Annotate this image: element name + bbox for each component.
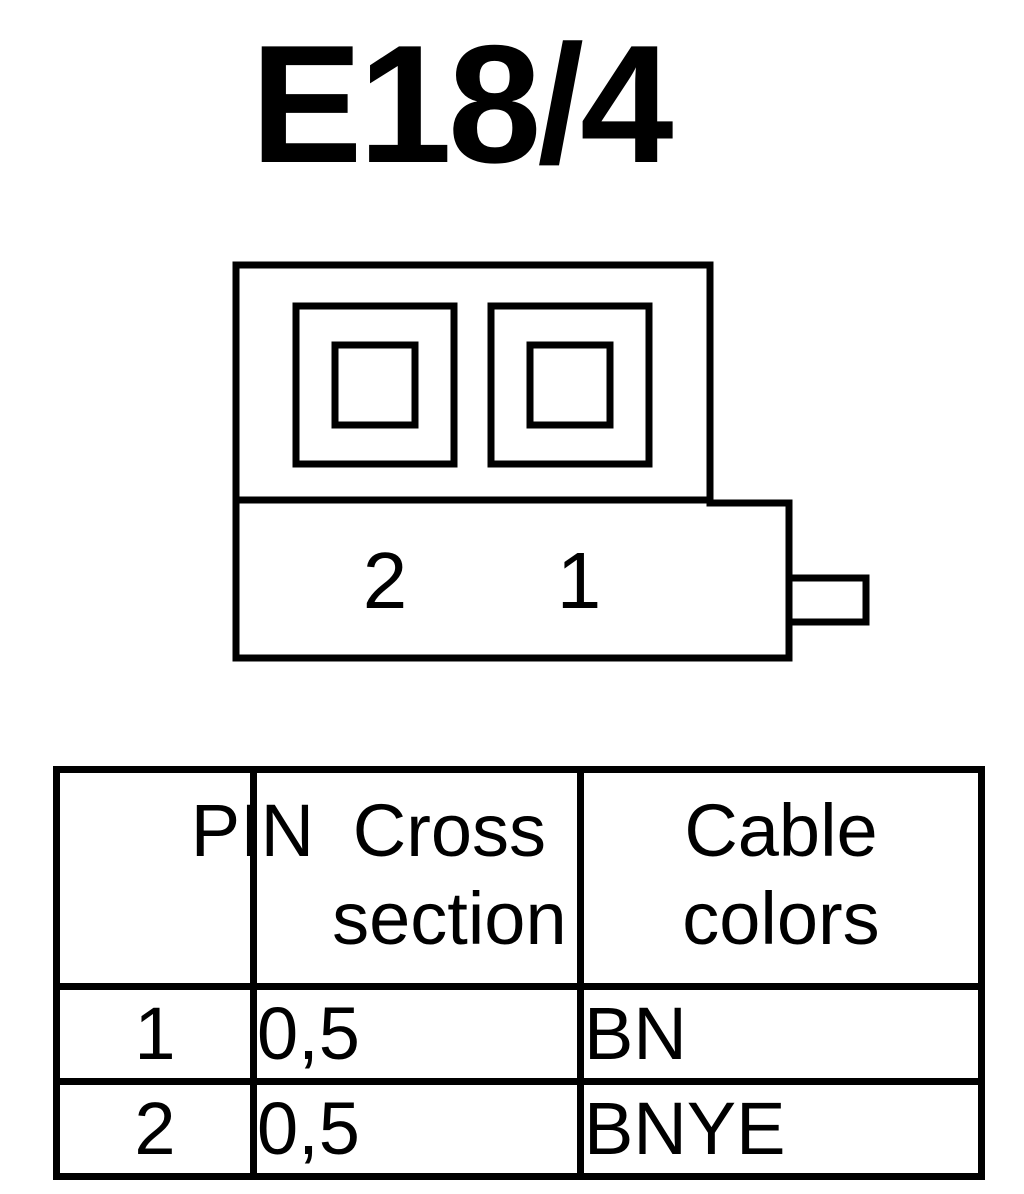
cell-pin: 1 bbox=[53, 983, 257, 1085]
cell-cross-section: 0,5 bbox=[250, 983, 584, 1085]
header-cable-colors: Cable colors bbox=[577, 766, 985, 990]
header-pin: PIN bbox=[53, 766, 314, 990]
table-header-row: PIN Cross section Cable colors bbox=[53, 766, 985, 990]
table-row: 1 0,5 BN bbox=[53, 983, 985, 1085]
cell-cross-section: 0,5 bbox=[250, 1078, 584, 1180]
pin-cavity-1-outer bbox=[487, 302, 653, 468]
pin-cavity-1-inner bbox=[526, 341, 614, 429]
connector-title: E18/4 bbox=[250, 10, 673, 198]
pin-cavity-2-outer bbox=[292, 302, 458, 468]
pin-table: PIN Cross section Cable colors 1 0,5 BN … bbox=[53, 766, 985, 1180]
connector-latch bbox=[789, 574, 870, 626]
connector-diagram: 2 1 bbox=[232, 261, 870, 662]
cell-cable-color: BN bbox=[577, 983, 985, 1085]
pin-cavity-2-inner bbox=[331, 341, 419, 429]
header-cross-section: Cross section bbox=[250, 766, 584, 990]
cell-cable-color: BNYE bbox=[577, 1078, 985, 1180]
pin-label-1: 1 bbox=[557, 536, 602, 625]
connector-housing-top bbox=[232, 261, 714, 500]
table-row: 2 0,5 BNYE bbox=[53, 1078, 985, 1180]
cell-pin: 2 bbox=[53, 1078, 257, 1180]
connector-housing-bottom bbox=[232, 496, 793, 662]
pin-label-2: 2 bbox=[363, 536, 408, 625]
